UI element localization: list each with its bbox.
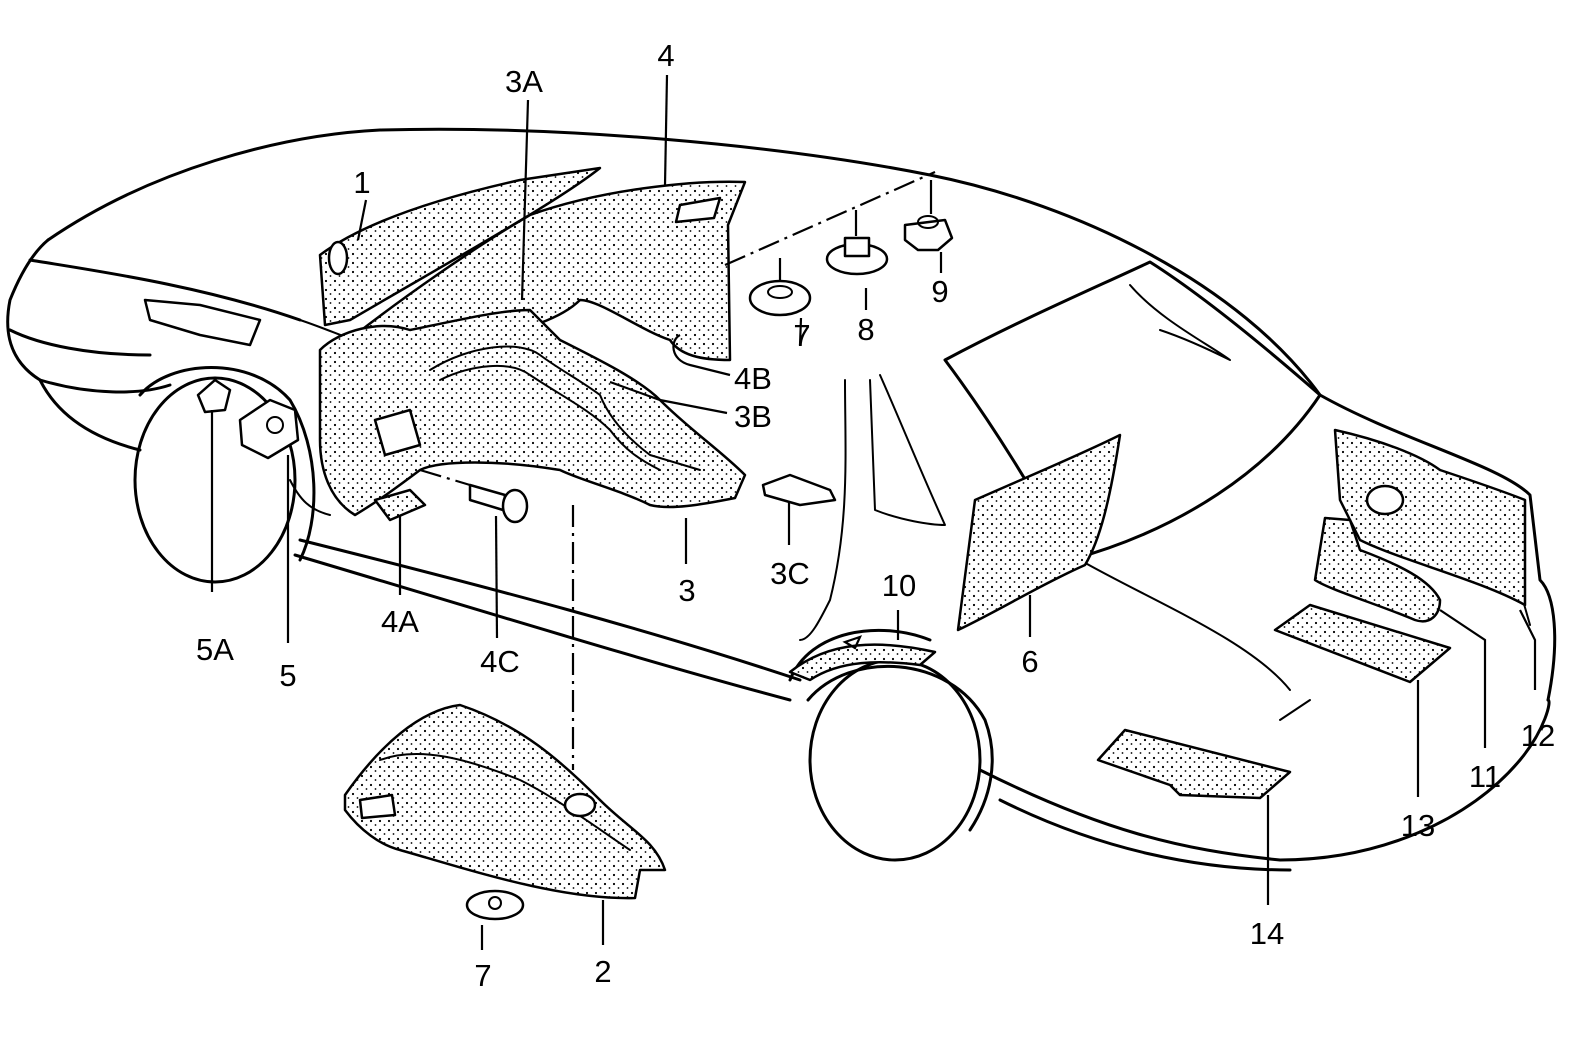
callout-labels: 1 3A 4 7 8 9 4B 3B 5A 5 4A 4C 3 3C 10 6 … [196, 38, 1555, 993]
label-4B: 4B [734, 361, 772, 396]
part-8-clip [825, 236, 889, 276]
label-14: 14 [1250, 916, 1284, 951]
assembly-lines [419, 170, 936, 770]
part-4-bulkhead-insulation [353, 180, 747, 362]
label-3A: 3A [505, 64, 543, 99]
part-3-tunnel-insulation [318, 308, 747, 517]
part-6-rear-panel [956, 433, 1122, 632]
label-4A: 4A [381, 604, 419, 639]
label-7b: 7 [474, 958, 491, 993]
label-1: 1 [353, 165, 370, 200]
label-5A: 5A [196, 632, 234, 667]
part-11-boot-panel [1313, 516, 1442, 623]
part-10-wheelarch-strip [788, 643, 937, 682]
label-9: 9 [931, 274, 948, 309]
label-13: 13 [1401, 808, 1435, 843]
label-12: 12 [1521, 718, 1555, 753]
part-1-hood-insulation [318, 166, 602, 327]
part-7b-grommet [465, 889, 525, 921]
label-10: 10 [882, 568, 916, 603]
label-3B: 3B [734, 399, 772, 434]
label-3: 3 [678, 573, 695, 608]
label-3C: 3C [770, 556, 810, 591]
part-12-boot-panel [1333, 428, 1527, 607]
label-2: 2 [594, 954, 611, 989]
part-9-clip [903, 215, 954, 252]
label-8: 8 [857, 312, 874, 347]
part-4A-pad [373, 488, 427, 522]
label-7: 7 [793, 318, 810, 353]
label-11: 11 [1469, 759, 1501, 794]
part-front-mount [143, 298, 262, 347]
label-4: 4 [657, 38, 674, 73]
part-7-grommet [748, 279, 812, 317]
label-4C: 4C [480, 644, 520, 679]
part-4C-clip [468, 483, 529, 524]
leader-lines [210, 74, 1537, 950]
part-3C-bracket [761, 473, 837, 507]
label-5: 5 [279, 658, 296, 693]
label-6: 6 [1021, 644, 1038, 679]
part-13-floor-pad [1273, 603, 1452, 684]
part-5A-bracket [196, 378, 232, 414]
part-14-floor-pad [1096, 728, 1292, 800]
